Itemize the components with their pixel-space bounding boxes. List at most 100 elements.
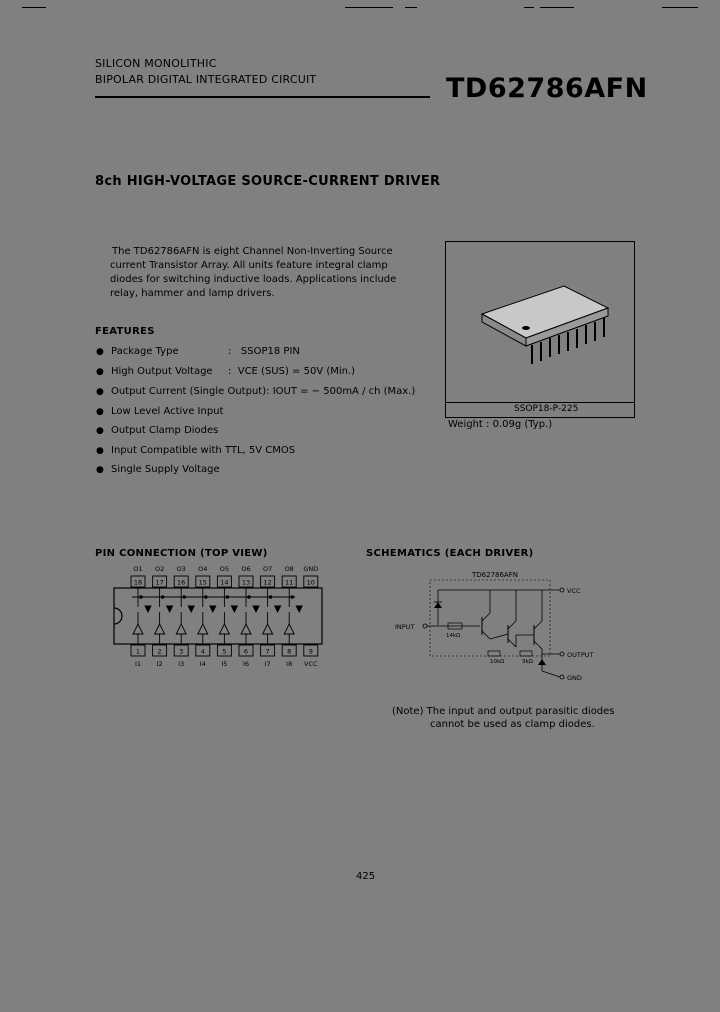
schematic-part-label: TD62786AFN <box>471 571 518 579</box>
pin-bottom-label: I2 <box>157 660 163 668</box>
junction-dot <box>160 595 165 599</box>
pin-bottom-label: I5 <box>221 660 227 668</box>
driver-buffer-icon <box>197 622 209 635</box>
pin-top-number: 17 <box>155 579 163 587</box>
description-line: relay, hammer and lamp drivers. <box>110 288 275 299</box>
description-line: The TD62786AFN is eight Channel Non-Inve… <box>112 246 393 257</box>
pin-bottom-label: I4 <box>200 660 206 668</box>
pin-bottom-number: 8 <box>287 648 291 656</box>
feature-item: ●High Output Voltage: VCE (SUS) = 50V (M… <box>96 366 356 377</box>
junction-dot <box>225 595 230 599</box>
driver-buffer-icon <box>283 622 295 635</box>
package-caption-rule <box>445 402 634 403</box>
schematics-heading: SCHEMATICS (EACH DRIVER) <box>366 548 534 559</box>
junction-dot <box>268 595 273 599</box>
driver-buffer-icon <box>153 622 166 635</box>
bullet-icon: ● <box>96 367 104 377</box>
pin-top-box <box>281 575 297 588</box>
pin-bottom-number: 5 <box>222 648 226 656</box>
features-heading: FEATURES <box>95 326 155 337</box>
driver-buffer-icon <box>218 622 231 635</box>
description-line: diodes for switching inductive loads. Ap… <box>110 274 397 285</box>
scan-artifact <box>662 7 698 8</box>
pin-bottom-box <box>281 644 297 657</box>
pin-bottom-box <box>260 644 276 657</box>
feature-item: ●Output Current (Single Output): IOUT = … <box>96 386 416 397</box>
pin-top-number: 15 <box>199 579 207 587</box>
vcc-terminal <box>559 587 565 593</box>
junction-dot <box>290 595 294 599</box>
pin-top-box <box>130 575 146 588</box>
pin-top-number: 12 <box>263 579 271 587</box>
bullet-icon: ● <box>96 446 104 456</box>
scan-artifact <box>345 7 393 8</box>
description-line: current Transistor Array. All units feat… <box>110 260 388 271</box>
pin-top-label: O7 <box>263 565 272 573</box>
package-box <box>445 241 635 418</box>
feature-item: ●Single Supply Voltage <box>96 464 220 475</box>
pin-top-label: O3 <box>177 565 186 573</box>
input-terminal <box>422 623 428 629</box>
resistor-r3 <box>519 650 533 657</box>
gnd-terminal <box>559 674 565 680</box>
pin-top-label: O2 <box>155 565 164 573</box>
pin-bottom-box <box>238 644 254 657</box>
output-label: OUTPUT <box>567 651 594 659</box>
r1-label: 14kΩ <box>446 633 460 639</box>
chip-front <box>525 307 609 347</box>
pin-top-number: 18 <box>134 579 142 587</box>
pin-top-box <box>216 575 232 588</box>
schematic-note-line-1: (Note) The input and output parasitic di… <box>392 706 615 717</box>
pin-bottom-label: I8 <box>286 660 292 668</box>
clamp-diode-icon <box>252 605 260 614</box>
junction-dot <box>247 595 251 599</box>
pin-top-number: 10 <box>307 579 315 587</box>
header-line-2: BIPOLAR DIGITAL INTEGRATED CIRCUIT <box>95 73 317 86</box>
pin-top-box <box>260 575 276 588</box>
clamp-diode-icon <box>144 605 152 614</box>
pin-bottom-box <box>303 644 319 657</box>
pin-top-box <box>195 575 211 588</box>
schematic-diagram: TD62786AFN VCC INPUT 14kΩ OUTPUT 10kΩ 3k… <box>395 571 594 682</box>
scan-artifact <box>524 7 534 8</box>
driver-buffer-icon <box>132 622 144 635</box>
input-diode <box>434 602 442 608</box>
pin-top-label: O5 <box>220 565 229 573</box>
bullet-icon: ● <box>96 465 104 475</box>
pin-top-label: O4 <box>198 565 207 573</box>
pin-connection-heading: PIN CONNECTION (TOP VIEW) <box>95 548 268 559</box>
feature-item: ●Low Level Active Input <box>96 406 224 417</box>
clamp-diode-icon <box>165 605 174 614</box>
scan-artifact <box>405 7 417 8</box>
junction-dot <box>204 595 208 599</box>
feature-item: ●Package Type: SSOP18 PIN <box>96 346 300 357</box>
pin-top-label: O6 <box>241 565 250 573</box>
pin-bottom-label: I6 <box>243 660 249 668</box>
clamp-diode-icon <box>230 605 239 614</box>
gnd-label: GND <box>567 674 582 682</box>
r3-label: 3kΩ <box>522 659 533 665</box>
chip-leads <box>531 318 605 364</box>
pin-bottom-number: 6 <box>244 648 248 656</box>
feature-item: ●Output Clamp Diodes <box>96 425 219 436</box>
driver-buffer-icon <box>261 622 274 635</box>
bullet-icon: ● <box>96 426 104 436</box>
header-rule <box>95 96 430 98</box>
resistor-r2 <box>487 650 501 657</box>
header-line-1: SILICON MONOLITHIC <box>95 57 217 70</box>
clamp-diode-icon <box>187 605 195 614</box>
pin-top-number: 13 <box>242 579 250 587</box>
clamp-diode-icon <box>295 605 303 614</box>
pin-top-box <box>152 575 168 588</box>
pin1-marker <box>522 326 530 330</box>
pin-top-box <box>238 575 254 588</box>
pin-bottom-box <box>195 644 211 657</box>
feature-item: ●Input Compatible with TTL, 5V CMOS <box>96 445 296 456</box>
page-title: 8ch HIGH-VOLTAGE SOURCE-CURRENT DRIVER <box>95 174 441 189</box>
pin-top-number: 16 <box>177 579 185 587</box>
pin-bottom-label: I7 <box>265 660 271 668</box>
bullet-icon: ● <box>96 407 104 417</box>
pin-top-label: O8 <box>285 565 294 573</box>
description: The TD62786AFN is eight Channel Non-Inve… <box>110 245 432 301</box>
